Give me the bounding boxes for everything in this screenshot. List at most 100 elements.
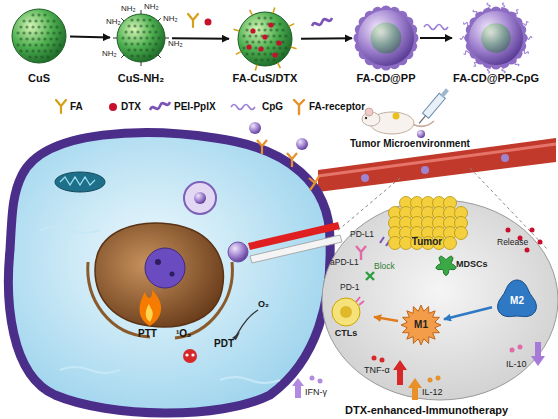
chromatin: [155, 259, 161, 265]
drug-dot: [268, 22, 273, 27]
annotation-label: IL-10: [506, 360, 527, 370]
pore: [58, 43, 61, 46]
legend-sample: [56, 100, 66, 113]
pore: [130, 54, 133, 57]
pore: [148, 42, 151, 45]
annotation-label: DTX-enhanced-Immunotherapy: [345, 404, 508, 416]
fa-receptor: [309, 176, 319, 190]
pore: [49, 37, 52, 40]
pore: [269, 28, 272, 31]
cytoplasm-wave: [40, 227, 280, 383]
endosome: [184, 182, 216, 214]
particle: [361, 174, 369, 182]
annotation-label: NH₂: [102, 50, 117, 59]
pore: [31, 49, 34, 52]
pore: [52, 19, 55, 22]
pore: [22, 31, 25, 34]
drug-dot: [538, 240, 543, 245]
folate-ligand: [250, 10, 253, 15]
annotation-label: NH₂: [144, 3, 159, 12]
pore: [151, 24, 154, 27]
pore: [136, 54, 139, 57]
pore: [127, 36, 130, 39]
pore: [154, 30, 157, 33]
nanoparticle-node: FA-CD@PP-CpG: [452, 2, 540, 90]
nanoparticle-node: CuS: [8, 4, 70, 88]
nanoparticle-node: CuS-NH₂: [110, 4, 172, 88]
pore: [55, 49, 58, 52]
folate-ligand: [289, 24, 294, 27]
pore: [278, 46, 281, 49]
tumor-cell: [444, 237, 457, 250]
drug-dot: [530, 228, 535, 233]
amine-stub: [158, 55, 161, 58]
skull-eye: [185, 353, 188, 356]
pore: [260, 22, 263, 25]
immune-cell: M2: [492, 280, 542, 322]
pore: [151, 36, 154, 39]
pore: [31, 13, 34, 16]
chromatin: [170, 272, 175, 277]
pore: [263, 52, 266, 55]
blood-vessel: [318, 138, 556, 192]
pore: [34, 43, 37, 46]
pore: [52, 31, 55, 34]
legend-sample: [294, 100, 304, 114]
amine-stub: [121, 18, 124, 21]
cytokine-dot: [372, 356, 377, 361]
pore: [145, 24, 148, 27]
pore: [278, 22, 281, 25]
pore: [19, 49, 22, 52]
pore: [242, 46, 245, 49]
node-label: Tumor: [384, 236, 470, 247]
pore: [142, 30, 145, 33]
fa-receptor: [257, 140, 267, 154]
pore: [22, 43, 25, 46]
t-cell: [332, 298, 360, 326]
pore: [28, 31, 31, 34]
immune-zoom: [322, 200, 558, 400]
particle: [296, 138, 308, 150]
pore: [278, 34, 281, 37]
amine-stub: [141, 62, 142, 66]
drug-dot: [262, 34, 267, 39]
pore: [148, 18, 151, 21]
decrease-arrow: [531, 342, 545, 366]
pore: [22, 19, 25, 22]
connector-arrow: [301, 37, 352, 39]
node-label: FA-CD@PP: [352, 72, 420, 84]
annotation-label: Block: [374, 262, 395, 271]
legend-sample: [231, 105, 255, 110]
pore: [284, 34, 287, 37]
mitochondrion: [55, 172, 105, 192]
amine-stub: [141, 10, 142, 14]
annotation-label: O₂: [258, 300, 269, 310]
legend-sample: [109, 103, 117, 111]
pore: [139, 36, 142, 39]
amine-stub: [121, 55, 124, 58]
particle: [228, 242, 248, 262]
pore: [46, 19, 49, 22]
cus-sphere: [12, 9, 66, 63]
pore: [251, 52, 254, 55]
pore: [133, 48, 136, 51]
skull-icon: [183, 349, 197, 363]
pore: [142, 54, 145, 57]
pore: [40, 55, 43, 58]
pore: [142, 42, 145, 45]
pore: [130, 42, 133, 45]
pore: [272, 46, 275, 49]
amine-stub: [158, 18, 161, 21]
pore: [281, 40, 284, 43]
pore: [142, 18, 145, 21]
legend-sample: [150, 102, 170, 110]
pore: [55, 25, 58, 28]
folate-ligand: [291, 47, 297, 49]
pore: [257, 52, 260, 55]
cpg-icon: [424, 25, 448, 30]
node-label: MDSCs: [456, 260, 488, 270]
pore: [58, 31, 61, 34]
pore: [269, 16, 272, 19]
pore: [257, 40, 260, 43]
laser-beam: [250, 235, 342, 263]
